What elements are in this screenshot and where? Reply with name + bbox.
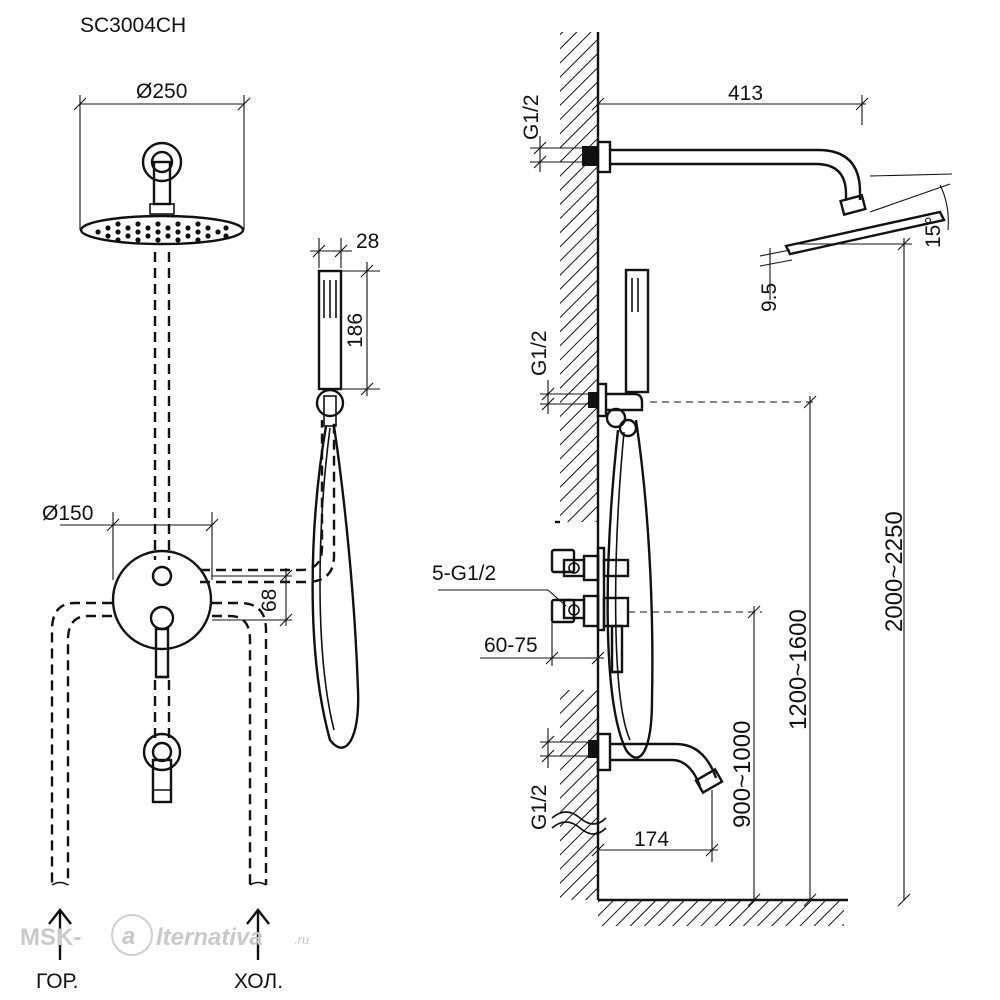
- thread-top-label: G1/2: [520, 94, 543, 140]
- spout-length-label: 174: [634, 828, 669, 851]
- watermark-suffix: lternativa: [156, 924, 263, 951]
- model-title: SC3004CH: [80, 14, 186, 37]
- hand-length-label: 186: [344, 313, 367, 348]
- head-thickness-label: 9.5: [758, 283, 781, 312]
- cold-label: ХОЛ.: [234, 970, 283, 993]
- hand-shower-side: [624, 268, 650, 394]
- thread-middle-label: G1/2: [528, 330, 551, 376]
- mixer-plate: [111, 549, 213, 651]
- thread-bottom-label: G1/2: [528, 784, 551, 830]
- wall-lower: [560, 690, 598, 900]
- watermark-logo-icon: [111, 914, 153, 956]
- shower-head-nozzles: [95, 221, 229, 243]
- depth-range-label: 60-75: [484, 634, 538, 657]
- arm-length-label: 413: [728, 82, 763, 105]
- side-view: G1/2 15° 413 9.5 2000~2250: [432, 32, 953, 926]
- mixer-diameter-label: Ø150: [42, 502, 93, 525]
- watermark-prefix: MSK-: [20, 924, 81, 951]
- tilt-angle-label: 15°: [922, 216, 945, 248]
- shower-head-front: [79, 214, 245, 246]
- floor: [598, 900, 844, 926]
- spout-height-label: 900~1000: [729, 721, 756, 828]
- front-view: Ø250 Ø150: [20, 80, 380, 993]
- holder-height-label: 1200~1600: [785, 609, 812, 730]
- hot-label: ГОР.: [36, 970, 78, 993]
- outlet-offset-label: 68: [258, 589, 281, 612]
- watermark-letter: a: [122, 923, 135, 950]
- head-diameter-label: Ø250: [136, 80, 187, 103]
- head-height-label: 2000~2250: [881, 511, 908, 632]
- watermark-tld: .ru: [294, 932, 309, 947]
- wall-upper: [560, 32, 598, 522]
- inlets-label: 5-G1/2: [432, 562, 496, 585]
- shower-head-side: [784, 210, 946, 256]
- hand-width-label: 28: [356, 230, 379, 253]
